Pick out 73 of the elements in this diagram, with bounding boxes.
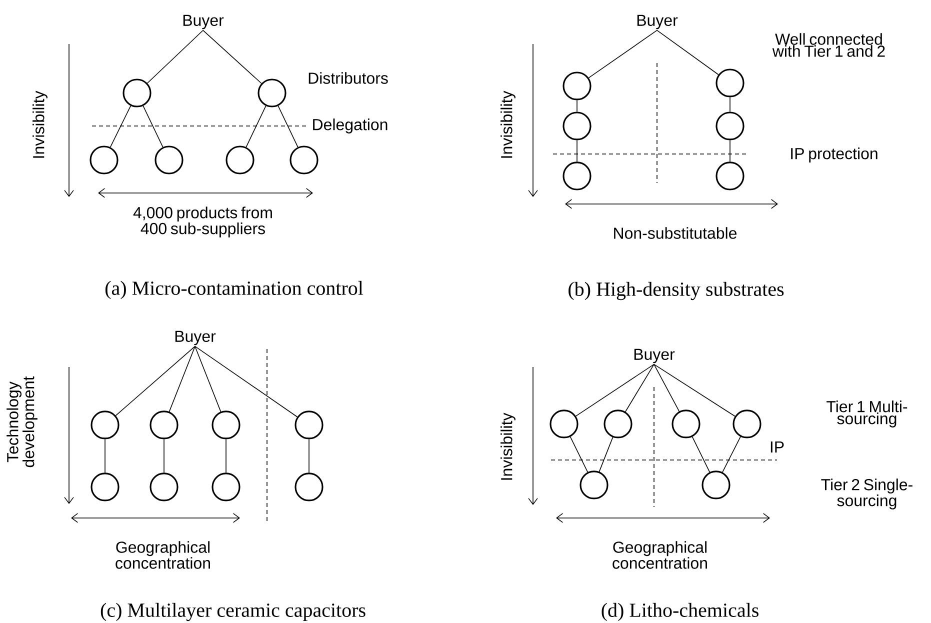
circle-node [562, 112, 592, 140]
node-label: Buyer [634, 348, 675, 364]
connector-line [576, 140, 578, 162]
side-label: IP [770, 441, 784, 452]
circle-node [290, 146, 318, 174]
circle-node [90, 472, 120, 502]
circle-node [562, 162, 592, 190]
connector-line [202, 30, 262, 84]
side-label: Tier 2 Single-sourcing [821, 478, 912, 510]
circle-node [150, 472, 178, 502]
connector-line [168, 346, 196, 412]
circle-node [294, 410, 324, 440]
connector-line [194, 346, 222, 412]
connector-line [246, 106, 266, 148]
connector-line [576, 100, 578, 112]
circle-node [702, 470, 730, 500]
axis-label: Non-substitutable [614, 227, 737, 239]
panel-caption: (a) Micro-contamination control [106, 280, 364, 300]
circle-node [580, 470, 608, 500]
connector-line [194, 346, 298, 418]
circle-node [154, 146, 184, 174]
connector-line [588, 30, 658, 78]
circle-node [212, 472, 240, 502]
connector-line [722, 436, 741, 473]
panel-caption: (d) Litho-chemicals [602, 602, 758, 622]
connector-line [115, 346, 196, 416]
axis-label: 4,000 products from 400 sub-suppliers [133, 206, 272, 238]
circle-node [562, 72, 592, 100]
connector-line [656, 30, 719, 76]
connector-line [142, 106, 164, 148]
circle-node [716, 68, 744, 98]
axis-label: Geographical concentration [116, 541, 210, 569]
circle-node [716, 112, 744, 140]
circle-node [212, 410, 240, 440]
circle-node [716, 162, 744, 190]
connector-line [654, 364, 736, 417]
side-label: IP protection [791, 148, 878, 162]
circle-node [550, 410, 578, 438]
panel-caption: (c) Multilayer ceramic capacitors [100, 602, 366, 622]
circle-node [604, 410, 632, 438]
connector-line [570, 436, 588, 473]
connector-line [654, 364, 680, 412]
panel-caption: (b) High-density substrates [568, 282, 784, 300]
node-label: Buyer [175, 330, 216, 346]
circle-node [294, 472, 324, 502]
connector-line [576, 364, 654, 416]
connector-line [146, 30, 204, 84]
circle-node [122, 78, 152, 108]
side-label: Tier 1 Multi-sourcing [826, 400, 908, 428]
circle-node [150, 410, 178, 440]
axis-label: Geographical concentration [612, 541, 707, 569]
axis-label: Invisibility [500, 412, 516, 480]
side-label: Delegation [313, 118, 388, 134]
side-label: Distributors [308, 72, 388, 84]
circle-node [90, 410, 120, 440]
circle-node [732, 410, 762, 438]
connector-line [278, 106, 298, 148]
connector-line [308, 438, 310, 474]
circle-node [226, 146, 254, 174]
side-label: Well connected with Tier 1 and 2 [772, 33, 885, 57]
circle-node [672, 410, 700, 438]
connector-line [110, 105, 132, 148]
node-label: Buyer [183, 14, 224, 30]
circle-node [90, 146, 118, 174]
node-label: Buyer [637, 14, 678, 30]
connector-line [104, 438, 106, 474]
connector-line [692, 436, 710, 473]
connector-line [625, 364, 654, 412]
axis-label: Invisibility [32, 90, 48, 158]
axis-label: Technology development [6, 376, 38, 468]
axis-label: Invisibility [500, 90, 516, 158]
connector-line [598, 436, 614, 472]
circle-node [258, 78, 286, 108]
